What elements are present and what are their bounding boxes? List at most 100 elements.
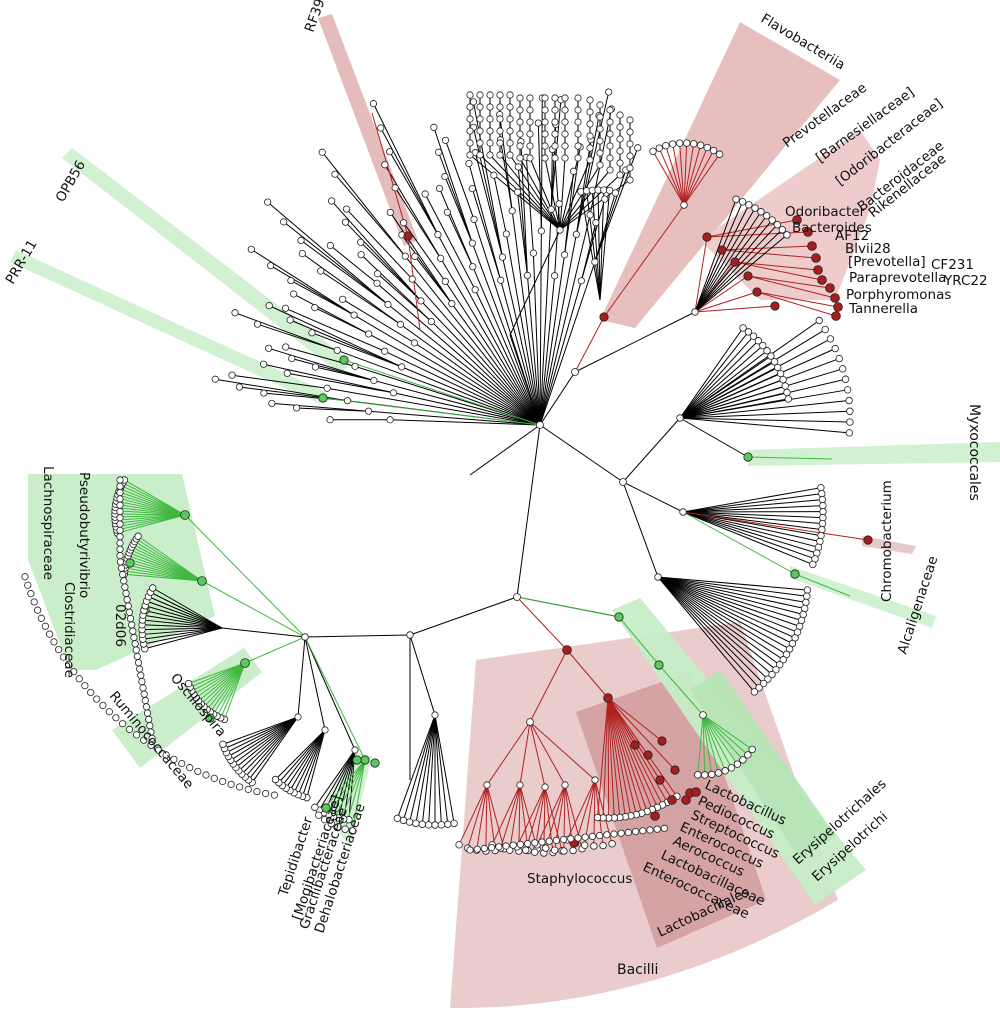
- leaf-node: [818, 525, 826, 534]
- internal-node: [384, 300, 392, 309]
- branch: [682, 511, 823, 525]
- branch: [539, 275, 556, 426]
- branch: [679, 345, 764, 419]
- leaf-node: [194, 767, 202, 776]
- leaf-node: [487, 843, 496, 852]
- leaf-node: [552, 836, 561, 845]
- leaf-node: [683, 139, 691, 147]
- branch: [486, 721, 531, 786]
- leaf-node: [530, 848, 539, 856]
- branch: [469, 424, 541, 476]
- leaf-node: [586, 156, 594, 164]
- leaf-node: [779, 655, 787, 664]
- internal-node: [547, 205, 555, 213]
- branch: [682, 511, 822, 531]
- branch: [117, 494, 186, 516]
- leaf-node: [341, 218, 350, 226]
- branch: [320, 270, 401, 325]
- leaf-node: [30, 598, 38, 606]
- branch: [409, 634, 436, 716]
- branch: [516, 786, 546, 848]
- leaf-node: [662, 142, 670, 150]
- leaf-node: [377, 124, 385, 132]
- leaf-node: [186, 764, 194, 772]
- branch: [706, 219, 798, 238]
- genus-node: [825, 283, 835, 293]
- branch: [683, 150, 715, 206]
- leaf-node: [308, 329, 316, 337]
- leaf-node: [574, 94, 582, 102]
- leaf-node: [116, 551, 124, 560]
- leaf-node: [496, 151, 504, 159]
- leaf-node: [476, 103, 484, 111]
- leaf-node: [120, 577, 128, 585]
- leaf-node: [759, 341, 767, 350]
- branch: [657, 576, 777, 671]
- leaf-node: [293, 404, 301, 412]
- label-yrc22: YRC22: [943, 273, 988, 289]
- leaf-node: [551, 118, 559, 126]
- branch: [293, 729, 326, 794]
- branch: [702, 714, 706, 775]
- leaf-node: [845, 429, 854, 437]
- branch: [509, 229, 561, 336]
- leaf-node: [803, 592, 811, 600]
- label-af12: AF12: [835, 228, 869, 244]
- branch: [400, 323, 541, 426]
- leaf-node: [287, 276, 295, 285]
- leaf-node: [117, 564, 126, 572]
- leaf-node: [516, 94, 524, 102]
- leaf-node: [696, 141, 705, 149]
- leaf-node: [444, 820, 452, 828]
- leaf-node: [112, 714, 120, 722]
- branch: [679, 417, 850, 423]
- branch: [532, 253, 541, 426]
- branch: [586, 190, 601, 301]
- branch: [434, 714, 449, 825]
- internal-node: [502, 230, 510, 238]
- leaf-node: [24, 581, 32, 589]
- branch: [474, 152, 503, 258]
- leaf-node: [846, 407, 854, 415]
- branch: [525, 786, 546, 851]
- branch: [486, 784, 496, 851]
- branch: [544, 157, 561, 231]
- internal-node: [370, 376, 378, 385]
- branch: [694, 204, 750, 313]
- lactobacillales-sub-node: [643, 750, 653, 760]
- flavobacteriia-shade: [600, 22, 840, 328]
- branch: [390, 419, 541, 426]
- branch: [694, 229, 783, 313]
- leaf-node: [399, 816, 408, 825]
- leaf-node: [701, 771, 709, 779]
- branch: [683, 143, 688, 206]
- leaf-node: [265, 302, 273, 310]
- leaf-node: [689, 140, 698, 148]
- leaf-node: [506, 151, 514, 159]
- branch: [501, 257, 541, 426]
- leaf-node: [318, 148, 326, 156]
- branch: [702, 714, 726, 771]
- leaf-node: [116, 539, 124, 547]
- leaf-node: [768, 216, 776, 224]
- branch: [434, 714, 455, 824]
- branch: [756, 291, 837, 317]
- branch: [117, 514, 186, 534]
- leaf-node: [466, 103, 474, 111]
- branch: [747, 275, 836, 299]
- branch: [539, 231, 542, 426]
- leaf-node: [280, 218, 288, 226]
- branch: [657, 576, 805, 609]
- branch: [125, 564, 203, 582]
- branch: [268, 305, 402, 368]
- leaf-node: [574, 154, 582, 162]
- branch: [594, 169, 627, 263]
- leaf-node: [649, 147, 657, 156]
- label-cf231: CF231: [931, 257, 974, 273]
- branch: [115, 514, 186, 525]
- leaf-node: [596, 149, 604, 157]
- branch: [389, 212, 453, 304]
- internal-node: [333, 346, 341, 355]
- leaf-node: [116, 533, 124, 541]
- leaf-node: [211, 375, 219, 383]
